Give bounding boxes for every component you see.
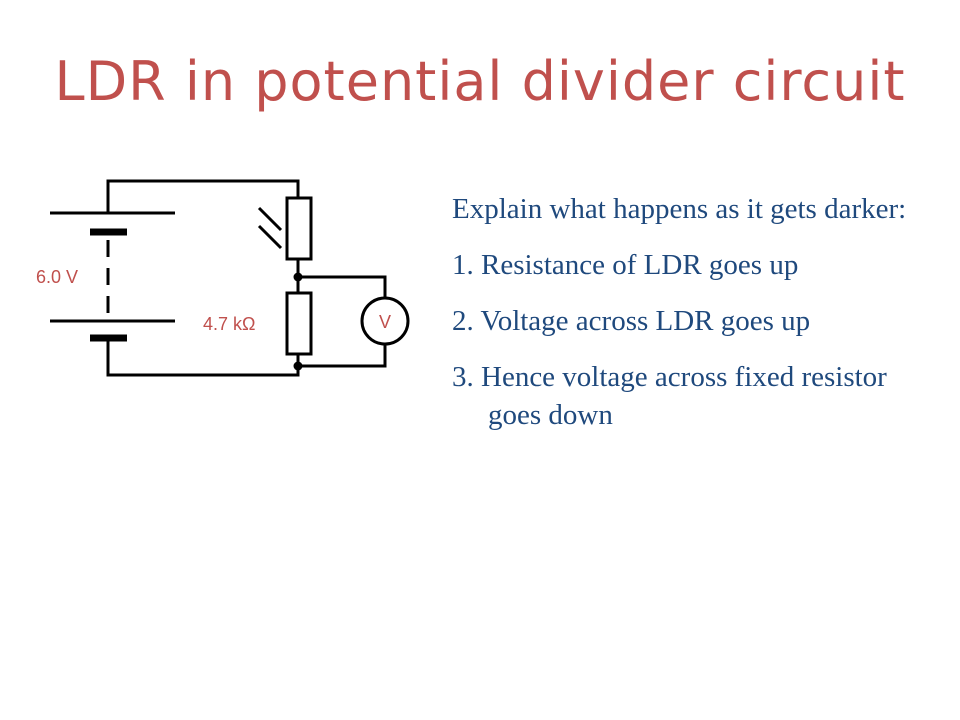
step-number: 1. [452,249,474,281]
battery-icon [50,211,175,342]
slide-title: LDR in potential divider circuit [54,50,906,113]
light-arrow-2 [257,224,283,250]
junction-dot-top [293,272,303,282]
light-arrow-1 [257,206,283,232]
explanation-block: Explain what happens as it gets darker: … [452,190,932,452]
battery-voltage-label: 6.0 V [36,267,78,287]
explanation-steps: 1. Resistance of LDR goes up 2. Voltage … [452,246,932,434]
ldr-icon [285,196,313,261]
step-text: Voltage across LDR goes up [480,305,811,337]
wire-bottom [106,338,300,377]
resistor-value-label: 4.7 kΩ [203,314,255,334]
junction-dot-bottom [293,361,303,371]
circuit-wires [106,179,387,377]
step-number: 3. [452,361,474,393]
fixed-resistor-icon [285,291,313,356]
voltmeter-label: V [379,312,391,332]
wire-voltmeter-top [298,275,387,298]
voltmeter-icon [360,296,410,346]
step-item: 1. Resistance of LDR goes up [452,246,932,284]
step-text: Hence voltage across fixed resistor goes… [481,361,887,431]
step-item: 2. Voltage across LDR goes up [452,302,932,340]
wire-voltmeter-bottom [298,344,387,368]
step-item: 3. Hence voltage across fixed resistor g… [452,358,932,434]
explanation-intro: Explain what happens as it gets darker: [452,193,907,225]
step-number: 2. [452,305,474,337]
wire-top [106,179,300,213]
step-text: Resistance of LDR goes up [481,249,799,281]
